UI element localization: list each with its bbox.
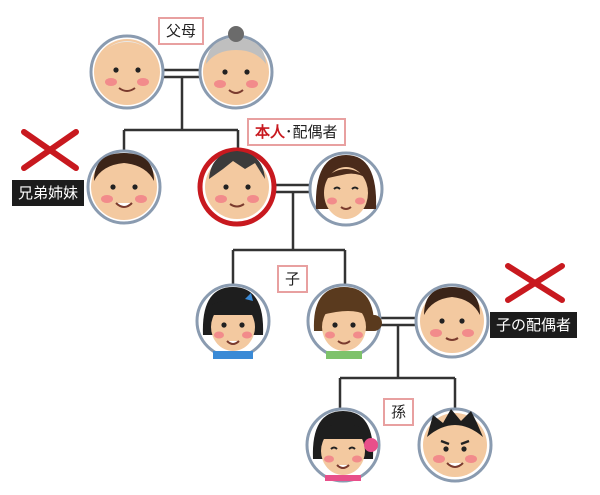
connector-lines — [122, 68, 457, 410]
grandmother-portrait — [198, 26, 274, 110]
sibling-excluded-x-icon — [21, 129, 79, 171]
grandchild-label-text: 孫 — [391, 403, 407, 421]
self-spouse-label: 本人･配偶者 — [247, 118, 346, 146]
grandfather-portrait — [89, 34, 165, 110]
self-label-text: 本人 — [255, 123, 286, 141]
child-daughter-portrait — [195, 283, 271, 359]
parents-label: 父母 — [158, 17, 205, 45]
child-portrait — [306, 283, 382, 359]
child-spouse-label-text: 子の配偶者 — [496, 316, 572, 334]
parents-label-text: 父母 — [166, 22, 197, 40]
child-spouse-excluded-x-icon — [505, 263, 565, 303]
spouse-portrait — [308, 151, 384, 227]
siblings-label-text: 兄弟姉妹 — [18, 184, 79, 202]
self-portrait — [197, 147, 277, 227]
sibling-portrait — [86, 149, 162, 225]
grandchild-girl-portrait — [305, 407, 381, 483]
grandchild-boy-portrait — [417, 407, 493, 483]
child-spouse-label: 子の配偶者 — [490, 312, 578, 338]
grandchild-label: 孫 — [383, 398, 415, 426]
spouse-label-text: ･配偶者 — [285, 123, 338, 141]
child-label-text: 子 — [285, 270, 301, 288]
child-spouse-portrait — [414, 283, 490, 359]
child-label: 子 — [277, 265, 309, 293]
siblings-label: 兄弟姉妹 — [12, 180, 85, 206]
